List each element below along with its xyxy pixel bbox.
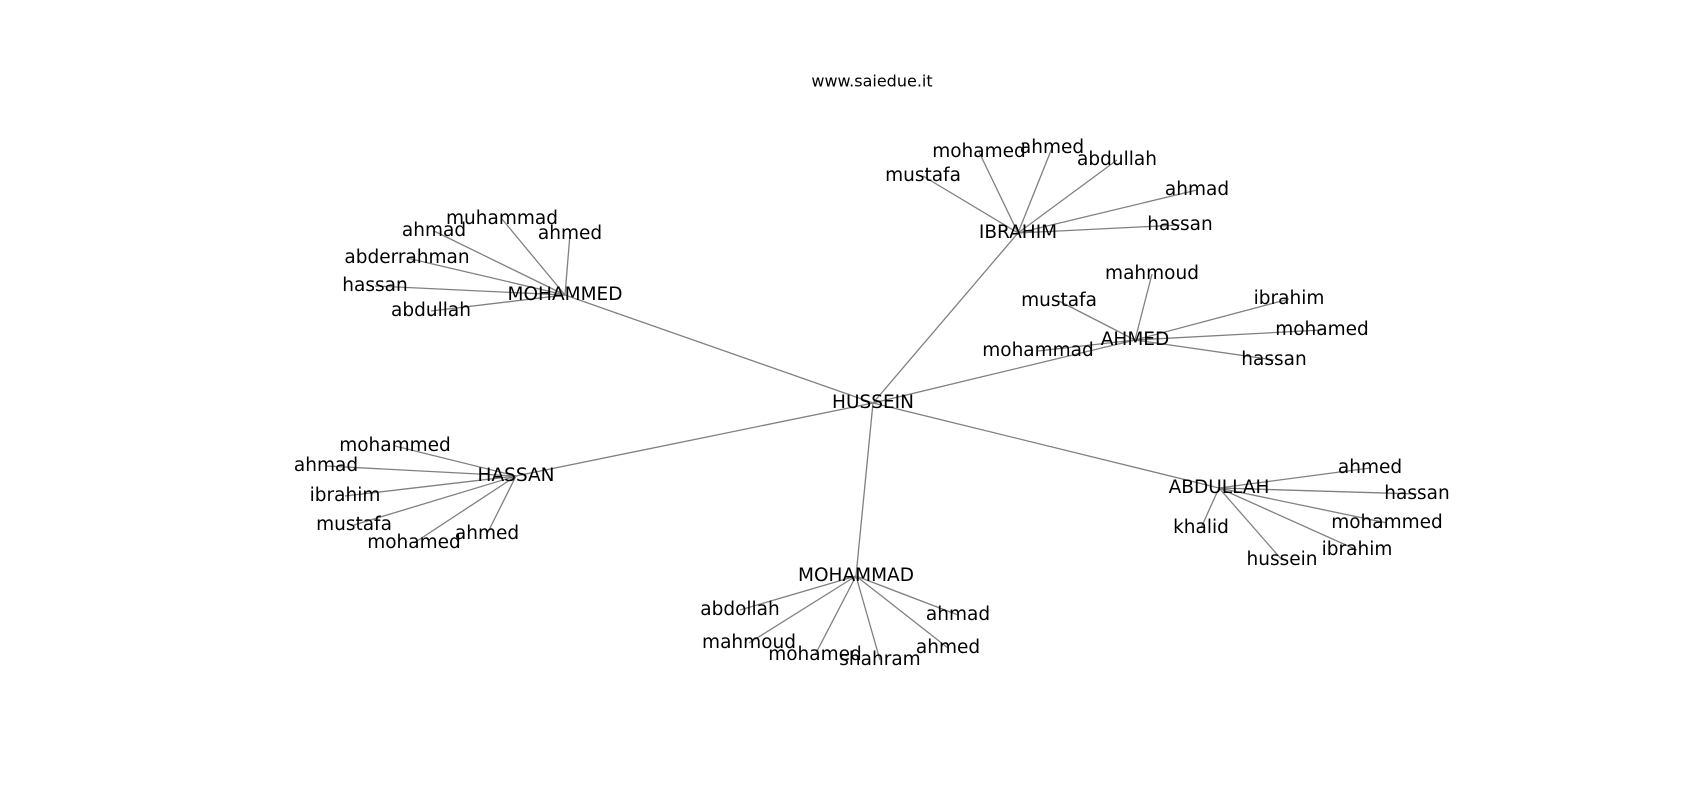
hub-leaf-edge [922, 175, 1019, 234]
hub-leaf-edge [739, 575, 857, 611]
hub-leaf-edge [1218, 487, 1283, 561]
hub-leaf-edge [1017, 224, 1181, 234]
leaf-node-label: mohammed [1331, 512, 1443, 533]
leaf-node-label: khalid [1173, 517, 1229, 538]
hub-leaf-edge [564, 233, 571, 296]
leaf-node-label: abderrahman [344, 247, 469, 268]
leaf-node-label: shahram [839, 649, 920, 670]
hub-leaf-edge [433, 230, 566, 296]
leaf-node-label: ahmad [402, 220, 466, 241]
hub-leaf-edge [1017, 159, 1118, 234]
root-hub-edge [515, 402, 874, 477]
hub-leaf-edge [406, 257, 566, 296]
leaf-node-label: mohammed [339, 435, 451, 456]
hub-node-label: HASSAN [478, 465, 555, 486]
leaf-node-label: hussein [1247, 549, 1318, 570]
hub-leaf-edge [1218, 487, 1418, 495]
hub-leaf-edge [1218, 487, 1358, 551]
leaf-node-label: mohammad [982, 340, 1094, 361]
hub-leaf-edge [814, 575, 857, 656]
hub-leaf-edge [1134, 329, 1323, 341]
hub-leaf-edge [413, 475, 517, 544]
hub-node-label: MOHAMMAD [798, 565, 914, 586]
diagram-title: www.saiedue.it [811, 72, 932, 91]
root-hub-edge [872, 232, 1019, 404]
leaf-node-label: hassan [342, 275, 407, 296]
hub-leaf-edge [1058, 300, 1136, 341]
hub-leaf-edge [855, 575, 959, 616]
leaf-node-label: mustafa [1021, 290, 1097, 311]
hub-leaf-edge [1218, 467, 1371, 489]
leaf-node-label: hassan [1147, 214, 1212, 235]
leaf-node-label: ahmed [455, 523, 519, 544]
hub-node-label: MOHAMMED [508, 284, 623, 305]
hub-node-label: AHMED [1101, 329, 1169, 350]
leaf-node-label: ibrahim [310, 485, 381, 506]
hub-leaf-edge [1017, 147, 1053, 234]
leaf-node-label: ahmed [916, 637, 980, 658]
leaf-node-label: mahmoud [702, 632, 796, 653]
hub-leaf-edge [430, 294, 566, 312]
leaf-node-label: mohamed [768, 644, 862, 665]
hub-leaf-edge [1037, 339, 1136, 352]
leaf-node-label: mohamed [932, 141, 1026, 162]
hub-leaf-edge [1134, 273, 1153, 341]
leaf-node-label: ahmed [1020, 137, 1084, 158]
hub-node-label: IBRAHIM [979, 222, 1057, 243]
hub-leaf-edge [748, 575, 857, 644]
hub-leaf-edge [1017, 189, 1198, 234]
hub-leaf-edge [1134, 298, 1290, 341]
leaf-node-label: hassan [1241, 349, 1306, 370]
leaf-node-label: muhammad [446, 208, 558, 229]
leaf-node-label: ahmad [1165, 179, 1229, 200]
hub-leaf-edge [855, 575, 881, 661]
label-layer: HUSSEINMOHAMMEDmuhammadahmedahmadabderra… [294, 137, 1450, 670]
leaf-node-label: abdollah [700, 599, 779, 620]
hub-leaf-edge [344, 475, 517, 497]
leaf-node-label: ahmed [538, 223, 602, 244]
root-node-label: HUSSEIN [832, 392, 914, 413]
leaf-node-label: ahmad [294, 455, 358, 476]
leaf-node-label: mustafa [885, 165, 961, 186]
hub-leaf-edge [325, 465, 517, 477]
root-hub-edge [564, 294, 874, 404]
leaf-node-label: ahmad [926, 604, 990, 625]
leaf-node-label: ibrahim [1254, 288, 1325, 309]
root-hub-edge [855, 402, 874, 577]
hub-leaf-edge [486, 475, 517, 535]
edge-layer [325, 147, 1418, 661]
hub-leaf-edge [1134, 339, 1275, 361]
leaf-node-label: mohamed [367, 532, 461, 553]
leaf-node-label: ahmed [1338, 457, 1402, 478]
leaf-node-label: mustafa [316, 514, 392, 535]
leaf-node-label: abdullah [391, 300, 471, 321]
hub-leaf-edge [855, 575, 949, 649]
hub-node-label: ABDULLAH [1169, 477, 1270, 498]
hub-leaf-edge [1218, 487, 1388, 524]
leaf-node-label: ibrahim [1322, 539, 1393, 560]
leaf-node-label: mahmoud [1105, 263, 1199, 284]
hub-leaf-edge [374, 285, 566, 296]
hub-leaf-edge [353, 475, 517, 526]
leaf-node-label: abdullah [1077, 149, 1157, 170]
hub-leaf-edge [501, 218, 566, 296]
root-hub-edge [872, 402, 1220, 489]
hub-leaf-edge [394, 445, 517, 477]
hub-leaf-edge [978, 151, 1019, 234]
root-hub-edge [872, 339, 1136, 404]
leaf-node-label: hassan [1384, 483, 1449, 504]
leaf-node-label: mohamed [1275, 319, 1369, 340]
hub-leaf-edge [1200, 487, 1220, 529]
